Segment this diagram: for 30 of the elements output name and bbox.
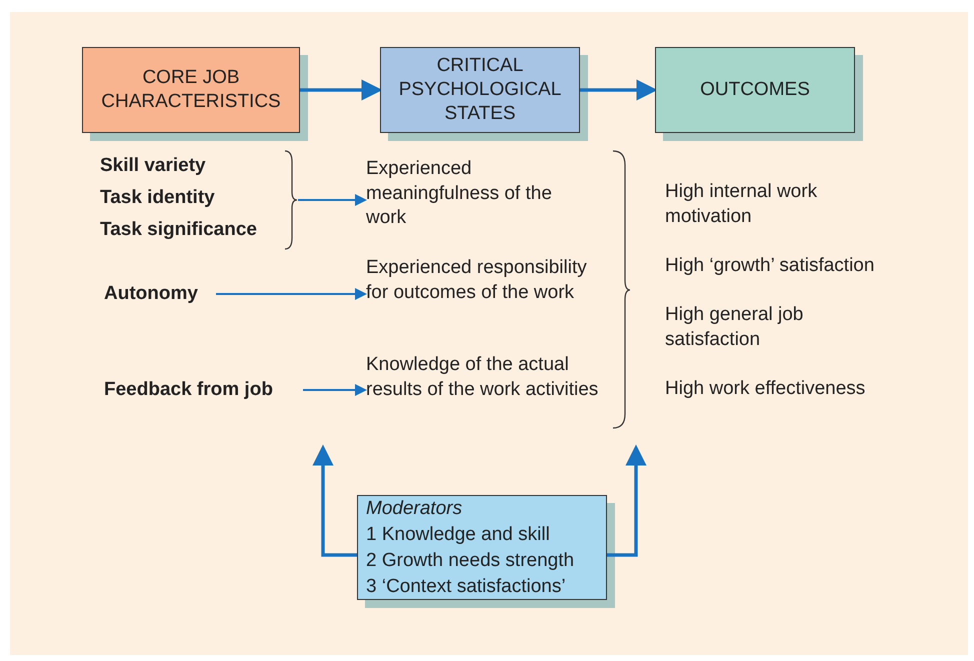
characteristic-label: Task identity: [100, 186, 216, 210]
arrow: [298, 194, 367, 206]
arrow: [216, 288, 367, 300]
box-heading: Moderators: [366, 496, 462, 520]
list-item: 2 Growth needs strength: [366, 548, 574, 572]
outcome-text: High work effectiveness: [665, 377, 866, 401]
characteristic-label: Feedback from job: [104, 378, 274, 402]
outcome-text: High internal work motivation: [665, 180, 818, 228]
outcome-text: High ‘growth’ satisfaction: [665, 254, 876, 278]
arrow: [607, 444, 646, 557]
list-item: 3 ‘Context satisfactions’: [366, 574, 566, 598]
outcome-text: High general job satisfaction: [665, 303, 804, 352]
arrow: [300, 80, 382, 100]
state-text: Experienced meaningfulness of the work: [366, 157, 553, 230]
process-box: [380, 47, 580, 133]
characteristic-label: Skill variety: [100, 154, 207, 178]
process-box: [82, 47, 300, 133]
box-title: CORE JOB CHARACTERISTICS: [100, 66, 282, 114]
box-title: CRITICAL PSYCHOLOGICAL STATES: [398, 54, 562, 126]
state-text: Experienced responsibility for outcomes of the work: [366, 256, 588, 304]
box-title: OUTCOMES: [700, 78, 810, 102]
arrow: [312, 444, 357, 557]
moderators-box: [357, 495, 607, 600]
state-text: Knowledge of the actual results of the work activities: [366, 353, 600, 402]
list-item: 1 Knowledge and skill: [366, 522, 550, 546]
process-box: [655, 47, 855, 133]
characteristic-label: Task significance: [100, 218, 258, 242]
arrow: [303, 384, 367, 396]
arrow: [580, 80, 658, 100]
characteristic-label: Autonomy: [104, 282, 199, 306]
